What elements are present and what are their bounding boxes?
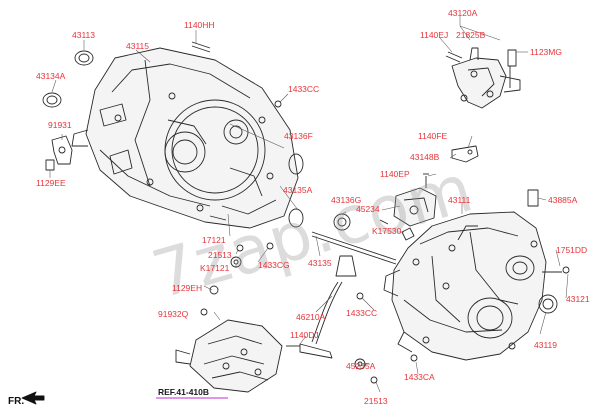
part-label-43148b[interactable]: 43148B bbox=[410, 152, 440, 162]
part-label-1433ca[interactable]: 1433CA bbox=[404, 372, 435, 382]
part-label-43120a[interactable]: 43120A bbox=[448, 8, 478, 18]
part-label-1751dd[interactable]: 1751DD bbox=[556, 245, 588, 255]
bracket-43120a-drawing bbox=[445, 47, 521, 163]
part-label-43136f[interactable]: 43136F bbox=[284, 131, 313, 141]
part-label-1140ep[interactable]: 1140EP bbox=[380, 169, 410, 179]
part-label-1433cg[interactable]: 1433CG bbox=[258, 260, 290, 270]
part-label-1433cc-lower[interactable]: 1433CC bbox=[346, 308, 378, 318]
part-label-46210a[interactable]: 46210A bbox=[296, 312, 326, 322]
part-label-43134a[interactable]: 43134A bbox=[36, 71, 66, 81]
part-label-1129ee[interactable]: 1129EE bbox=[36, 178, 66, 188]
part-label-43135a[interactable]: 43135A bbox=[283, 185, 313, 195]
part-label-1129eh[interactable]: 1129EH bbox=[172, 283, 203, 293]
part-label-45235a[interactable]: 45235A bbox=[346, 361, 376, 371]
part-label-k17530[interactable]: K17530 bbox=[372, 226, 402, 236]
transmission-case-drawing bbox=[383, 211, 547, 361]
part-label-1140ej[interactable]: 1140EJ bbox=[420, 30, 449, 40]
part-label-17121[interactable]: 17121 bbox=[202, 235, 226, 245]
part-label-21513-left[interactable]: 21513 bbox=[208, 250, 232, 260]
part-label-43135[interactable]: 43135 bbox=[308, 258, 332, 268]
part-label-43111[interactable]: 43111 bbox=[448, 195, 471, 205]
part-label-91932q[interactable]: 91932Q bbox=[158, 309, 189, 319]
part-label-43136g[interactable]: 43136G bbox=[331, 195, 362, 205]
part-label-1123mg[interactable]: 1123MG bbox=[530, 47, 562, 57]
part-label-21825b[interactable]: 21825B bbox=[456, 30, 486, 40]
part-label-45234[interactable]: 45234 bbox=[356, 204, 380, 214]
part-label-91931[interactable]: 91931 bbox=[48, 120, 72, 130]
part-label-43115[interactable]: 43115 bbox=[126, 41, 150, 51]
clutch-housing-drawing bbox=[71, 47, 299, 229]
front-marker: FR. bbox=[8, 396, 25, 407]
shift-cable-drawing bbox=[286, 189, 570, 384]
sensor-actuator-drawing bbox=[311, 173, 437, 277]
part-label-43121[interactable]: 43121 bbox=[566, 294, 590, 304]
part-label-1140hh[interactable]: 1140HH bbox=[184, 20, 215, 30]
part-label-43113[interactable]: 43113 bbox=[72, 30, 96, 40]
part-label-1140fe[interactable]: 1140FE bbox=[418, 131, 448, 141]
part-label-1140dj[interactable]: 1140DJ bbox=[290, 330, 319, 340]
part-label-1433cc-upper[interactable]: 1433CC bbox=[288, 84, 320, 94]
front-arrow bbox=[21, 391, 45, 405]
part-label-43885a[interactable]: 43885A bbox=[548, 195, 578, 205]
valve-body-drawing bbox=[175, 285, 283, 393]
housing-loose-parts bbox=[42, 41, 304, 268]
part-label-21513-right[interactable]: 21513 bbox=[364, 396, 388, 406]
ref-label[interactable]: REF.41-410B bbox=[158, 387, 210, 397]
part-label-k17121[interactable]: K17121 bbox=[200, 263, 230, 273]
part-label-43119[interactable]: 43119 bbox=[534, 340, 558, 350]
